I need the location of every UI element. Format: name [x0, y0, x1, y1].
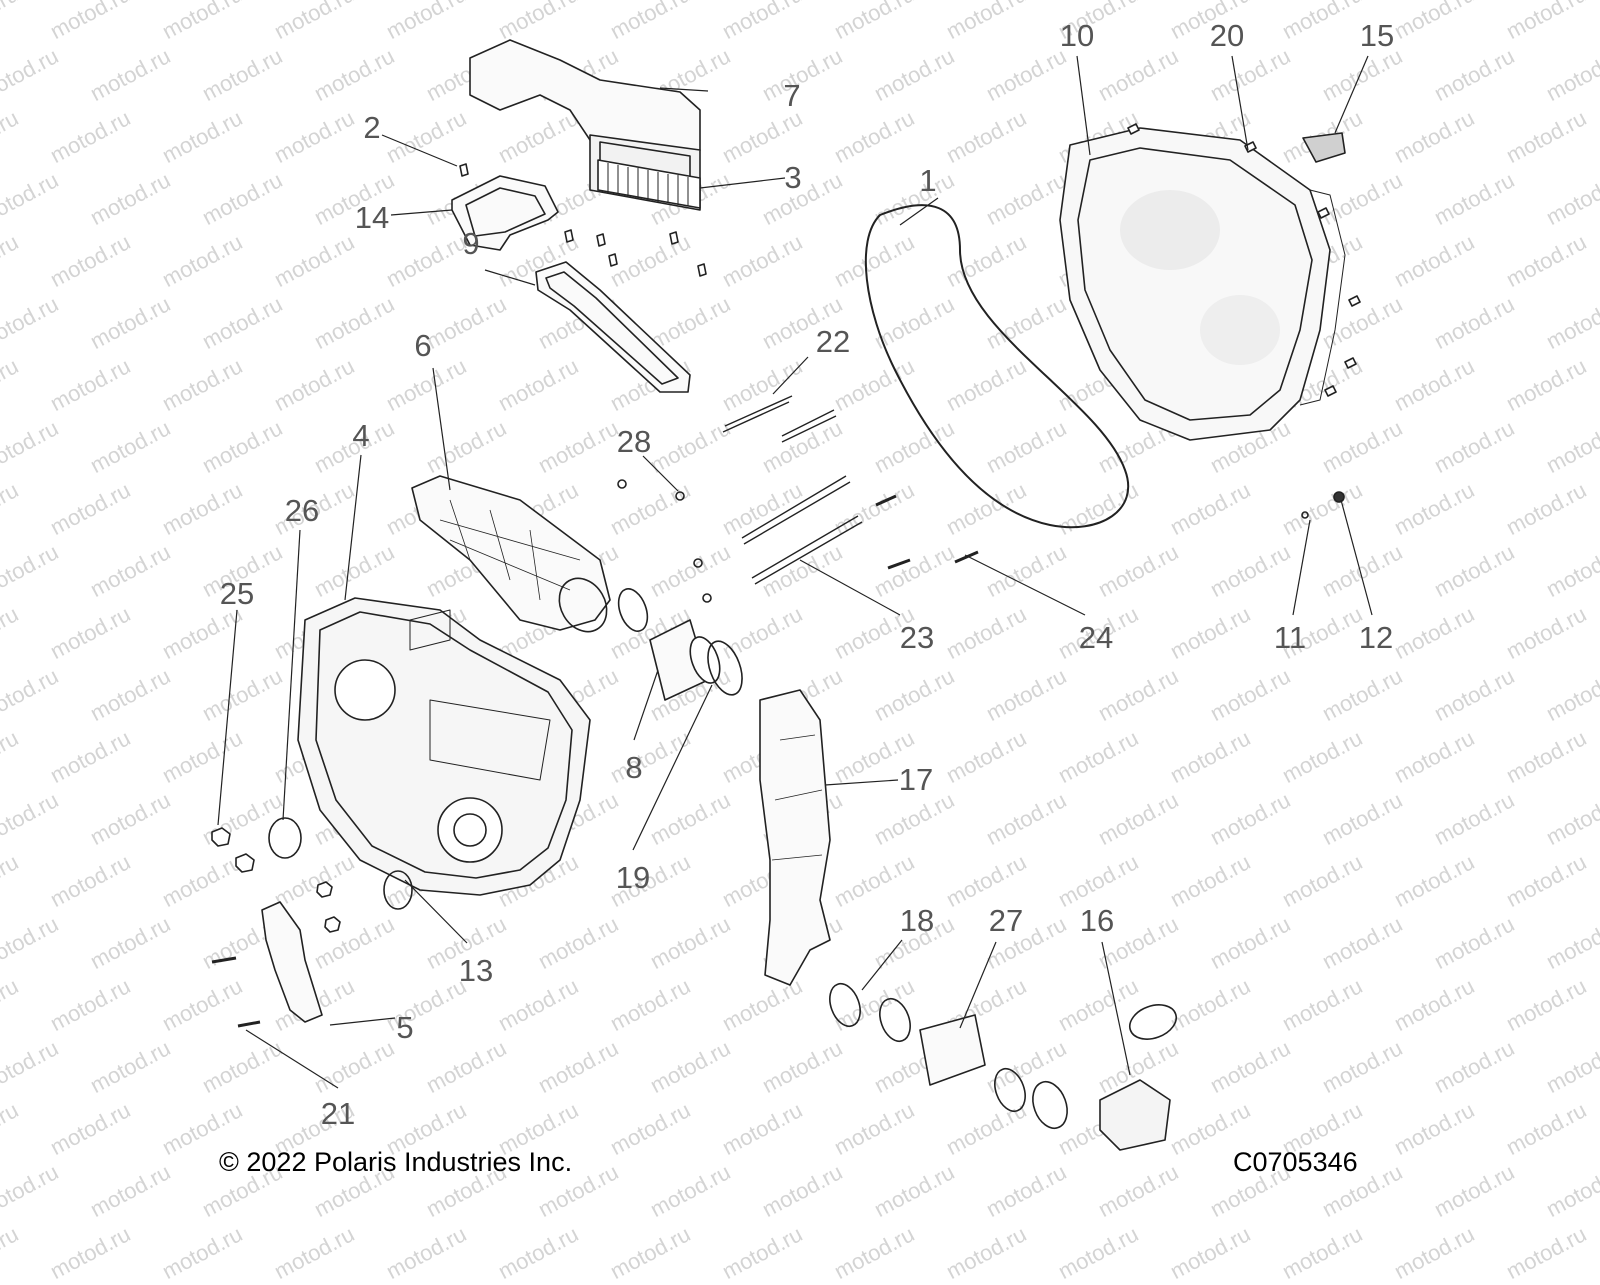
screw-2: [459, 163, 469, 177]
watermark: motod.ru: [718, 1221, 807, 1285]
screen: [597, 159, 701, 209]
callout-6: 6: [414, 328, 432, 363]
duct-17: [759, 689, 831, 986]
callout-17: 17: [898, 762, 934, 797]
callout-26: 26: [284, 493, 320, 528]
callout-12: 12: [1358, 620, 1394, 655]
callout-14: 14: [354, 200, 390, 235]
callout-15: 15: [1359, 18, 1395, 53]
callout-19: 19: [615, 860, 651, 895]
watermark: motod.ru: [494, 1221, 583, 1285]
callout-25: 25: [219, 576, 255, 611]
callout-10: 10: [1059, 18, 1095, 53]
callout-7: 7: [783, 78, 801, 113]
watermark: motod.ru: [1166, 1221, 1255, 1285]
watermark: motod.ru: [382, 1221, 471, 1285]
watermark: motod.ru: [606, 1221, 695, 1285]
callout-8: 8: [625, 750, 643, 785]
parts-drawing: [211, 39, 1373, 1151]
callout-18: 18: [899, 903, 935, 938]
outer-clutch-cover: [1059, 127, 1346, 441]
copyright-text: © 2022 Polaris Industries Inc.: [219, 1147, 573, 1177]
callout-24: 24: [1078, 620, 1114, 655]
callout-20: 20: [1209, 18, 1245, 53]
watermark: motod.ru: [1390, 1221, 1479, 1285]
drawing-id: C0705346: [1233, 1147, 1358, 1177]
callout-16: 16: [1079, 903, 1115, 938]
callout-22: 22: [815, 324, 851, 359]
watermark: motod.ru: [0, 1221, 23, 1285]
callout-4: 4: [352, 418, 370, 453]
leader-lines: [217, 55, 1373, 1089]
watermark: motod.ru: [1502, 1221, 1591, 1285]
watermark: motod.ru: [830, 1221, 919, 1285]
drive-belt: [864, 204, 1130, 529]
gasket-9: [535, 261, 691, 393]
watermark: motod.ru: [1054, 1221, 1143, 1285]
intake-duct-6: [411, 475, 611, 633]
callout-27: 27: [988, 903, 1024, 938]
callout-3: 3: [784, 160, 802, 195]
label-15: [1302, 132, 1346, 163]
watermark: motod.ru: [942, 1221, 1031, 1285]
callout-5: 5: [396, 1010, 414, 1045]
callout-2: 2: [363, 110, 381, 145]
callout-9: 9: [462, 226, 480, 261]
inner-clutch-cover: [297, 597, 591, 896]
callout-28: 28: [616, 424, 652, 459]
callout-23: 23: [899, 620, 935, 655]
callout-1: 1: [919, 163, 937, 198]
callout-11: 11: [1273, 620, 1307, 655]
callout-13: 13: [458, 953, 494, 988]
bracket-5: [261, 901, 323, 1023]
watermark: motod.ru: [46, 1221, 135, 1285]
watermark: motod.ru: [270, 1221, 359, 1285]
callout-21: 21: [320, 1096, 356, 1131]
watermark: motod.ru: [158, 1221, 247, 1285]
watermark: motod.ru: [1278, 1221, 1367, 1285]
